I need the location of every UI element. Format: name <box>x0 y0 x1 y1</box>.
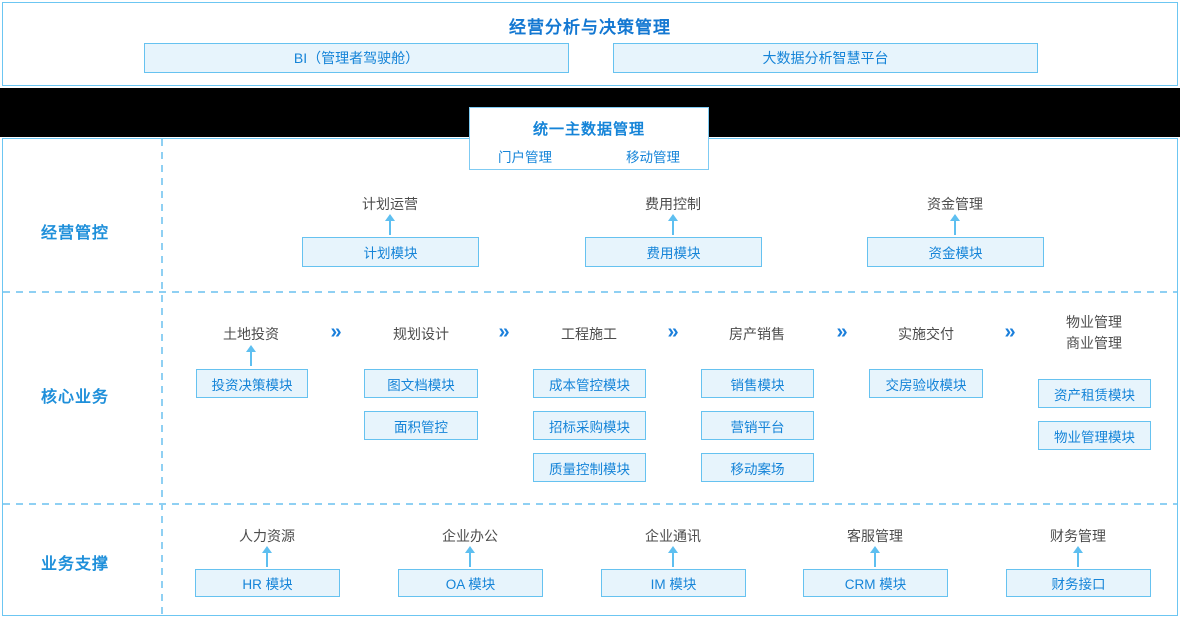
row-label-management: 经营管控 <box>41 225 110 242</box>
stage-title-sales: 房产销售 <box>729 326 785 342</box>
module-box-handover[interactable]: 交房验收模块 <box>869 369 983 398</box>
up-arrow-icon <box>868 546 882 567</box>
main-section: 经营管控 核心业务 业务支撑 计划运营 计划模块 费用控制 费用模块 资金管理 … <box>2 138 1178 616</box>
row-divider-2 <box>3 503 1177 505</box>
module-box-sales[interactable]: 销售模块 <box>701 369 814 398</box>
module-box-oa[interactable]: OA 模块 <box>398 569 543 597</box>
up-arrow-icon <box>463 546 477 567</box>
group-title-crm: 客服管理 <box>847 528 903 544</box>
module-box-document[interactable]: 图文档模块 <box>364 369 478 398</box>
row-label-divider <box>161 139 163 615</box>
group-title-oa: 企业办公 <box>442 528 498 544</box>
module-box-property-mgmt[interactable]: 物业管理模块 <box>1038 421 1151 450</box>
group-title-expense: 费用控制 <box>645 196 701 212</box>
double-chevron-icon: » <box>330 321 342 343</box>
double-chevron-icon: » <box>1004 321 1016 343</box>
row-label-support: 业务支撑 <box>41 556 110 573</box>
up-arrow-icon <box>666 546 680 567</box>
module-box-quality[interactable]: 质量控制模块 <box>533 453 646 482</box>
group-title-hr: 人力资源 <box>239 528 295 544</box>
up-arrow-icon <box>383 214 397 235</box>
master-data-panel: 统一主数据管理 门户管理 移动管理 <box>469 107 709 170</box>
bi-platform-box[interactable]: BI（管理者驾驶舱） <box>144 43 569 73</box>
module-box-im[interactable]: IM 模块 <box>601 569 746 597</box>
group-title-finance: 财务管理 <box>1050 528 1106 544</box>
module-box-crm[interactable]: CRM 模块 <box>803 569 948 597</box>
double-chevron-icon: » <box>498 321 510 343</box>
module-box-hr[interactable]: HR 模块 <box>195 569 340 597</box>
module-box-funds[interactable]: 资金模块 <box>867 237 1044 267</box>
module-box-investment[interactable]: 投资决策模块 <box>196 369 308 398</box>
row-divider-1 <box>3 291 1177 293</box>
stage-title-design: 规划设计 <box>393 326 449 342</box>
group-title-funds: 资金管理 <box>927 196 983 212</box>
analysis-section-title: 经营分析与决策管理 <box>509 18 671 37</box>
module-box-plan[interactable]: 计划模块 <box>302 237 479 267</box>
up-arrow-icon <box>666 214 680 235</box>
group-title-im: 企业通讯 <box>645 528 701 544</box>
analysis-section: 经营分析与决策管理 BI（管理者驾驶舱） 大数据分析智慧平台 <box>2 2 1178 86</box>
portal-mgmt-item[interactable]: 门户管理 <box>498 150 552 165</box>
module-box-area[interactable]: 面积管控 <box>364 411 478 440</box>
module-box-mobile-site[interactable]: 移动案场 <box>701 453 814 482</box>
up-arrow-icon <box>948 214 962 235</box>
module-box-asset-lease[interactable]: 资产租赁模块 <box>1038 379 1151 408</box>
master-data-title: 统一主数据管理 <box>532 121 645 138</box>
stage-title-land: 土地投资 <box>223 326 279 342</box>
up-arrow-icon <box>260 546 274 567</box>
module-box-tender[interactable]: 招标采购模块 <box>533 411 646 440</box>
group-title-plan: 计划运营 <box>362 196 418 212</box>
module-box-finance[interactable]: 财务接口 <box>1006 569 1151 597</box>
master-data-items: 门户管理 移动管理 <box>470 146 708 166</box>
module-box-expense[interactable]: 费用模块 <box>585 237 762 267</box>
stage-title-property: 物业管理 商业管理 <box>1034 312 1154 354</box>
stage-title-property-line2: 商业管理 <box>1066 335 1122 351</box>
bigdata-platform-box[interactable]: 大数据分析智慧平台 <box>613 43 1038 73</box>
stage-title-property-line1: 物业管理 <box>1066 314 1122 330</box>
double-chevron-icon: » <box>667 321 679 343</box>
up-arrow-icon <box>1071 546 1085 567</box>
up-arrow-icon <box>244 345 258 366</box>
mobile-mgmt-item[interactable]: 移动管理 <box>626 150 680 165</box>
stage-title-construction: 工程施工 <box>561 326 617 342</box>
row-label-core: 核心业务 <box>41 389 110 406</box>
double-chevron-icon: » <box>836 321 848 343</box>
module-box-marketing[interactable]: 营销平台 <box>701 411 814 440</box>
module-box-cost[interactable]: 成本管控模块 <box>533 369 646 398</box>
stage-title-delivery: 实施交付 <box>898 326 954 342</box>
